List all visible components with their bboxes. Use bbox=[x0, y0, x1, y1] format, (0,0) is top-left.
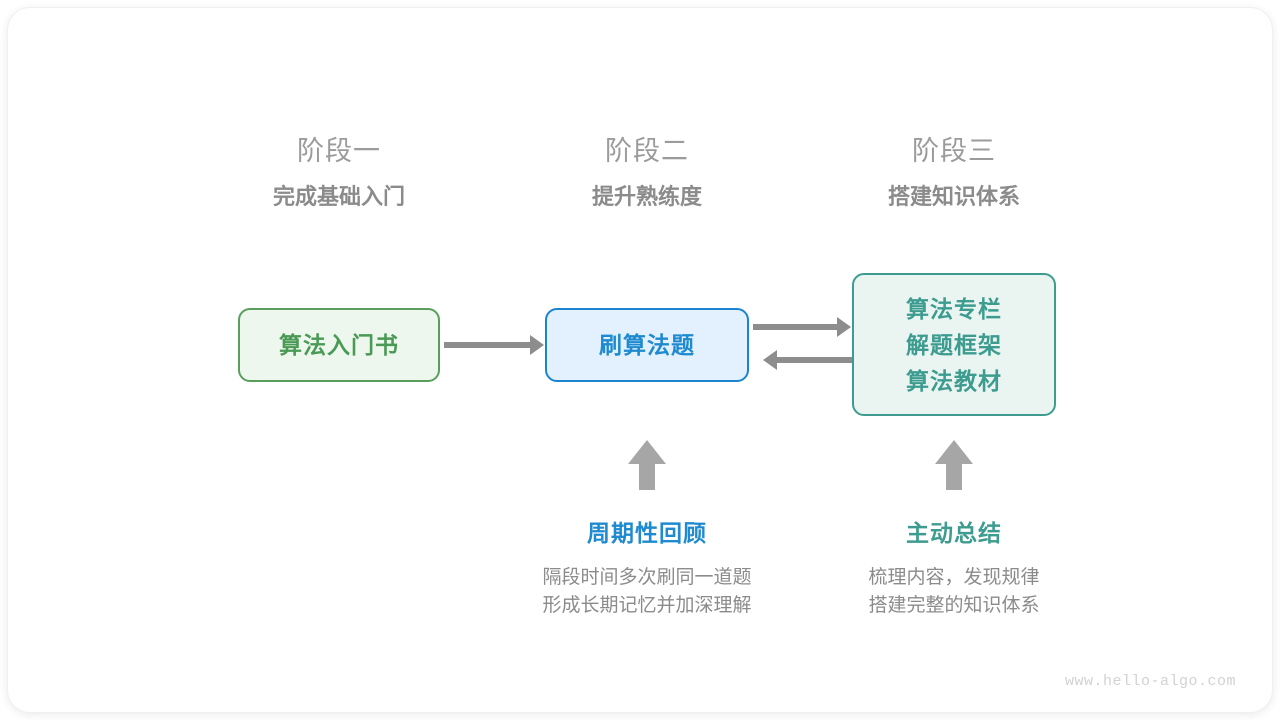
watermark: www.hello-algo.com bbox=[1064, 673, 1236, 690]
annotation-review-desc-line-1: 隔段时间多次刷同一道题 bbox=[542, 567, 752, 588]
annotation-summary: 主动总结 梳理内容，发现规律 搭建完整的知识体系 bbox=[804, 518, 1104, 620]
node-resources-line-2: 解题框架 bbox=[906, 331, 1002, 358]
stage-header-1: 阶段一 完成基础入门 bbox=[209, 134, 469, 212]
up-arrow-review-head bbox=[628, 440, 666, 464]
annotation-review-desc-line-2: 形成长期记忆并加深理解 bbox=[542, 595, 752, 616]
stage-subtitle-1: 完成基础入门 bbox=[272, 184, 405, 209]
stage-title-1: 阶段一 bbox=[297, 136, 381, 166]
node-intro-book-label: 算法入门书 bbox=[279, 332, 399, 358]
annotation-review-title: 周期性回顾 bbox=[587, 520, 707, 546]
up-arrow-summary bbox=[935, 440, 973, 490]
stage-header-3: 阶段三 搭建知识体系 bbox=[824, 134, 1084, 212]
annotation-review: 周期性回顾 隔段时间多次刷同一道题 形成长期记忆并加深理解 bbox=[497, 518, 797, 620]
stage-title-2: 阶段二 bbox=[605, 136, 689, 166]
arrow-practice-to-resources bbox=[753, 324, 838, 330]
arrow-book-to-practice bbox=[444, 342, 531, 348]
annotation-summary-desc: 梳理内容，发现规律 搭建完整的知识体系 bbox=[804, 564, 1104, 620]
diagram-card: 阶段一 完成基础入门 阶段二 提升熟练度 阶段三 搭建知识体系 算法入门书 刷算… bbox=[8, 8, 1272, 712]
stage-subtitle-2: 提升熟练度 bbox=[591, 184, 702, 209]
up-arrow-summary-head bbox=[935, 440, 973, 464]
annotation-summary-title: 主动总结 bbox=[906, 520, 1002, 546]
node-resources-line-1: 算法专栏 bbox=[906, 295, 1002, 322]
node-resources[interactable]: 算法专栏 解题框架 算法教材 bbox=[852, 273, 1056, 416]
node-practice-problems-label: 刷算法题 bbox=[599, 332, 695, 358]
annotation-review-desc: 隔段时间多次刷同一道题 形成长期记忆并加深理解 bbox=[497, 564, 797, 620]
annotation-summary-desc-line-1: 梳理内容，发现规律 bbox=[868, 567, 1040, 588]
up-arrow-summary-shaft bbox=[946, 462, 962, 490]
node-intro-book[interactable]: 算法入门书 bbox=[238, 308, 440, 382]
up-arrow-review bbox=[628, 440, 666, 490]
stage-title-3: 阶段三 bbox=[912, 136, 996, 166]
stage-subtitle-3: 搭建知识体系 bbox=[887, 184, 1020, 209]
up-arrow-review-shaft bbox=[639, 462, 655, 490]
node-practice-problems[interactable]: 刷算法题 bbox=[545, 308, 749, 382]
arrow-resources-to-practice bbox=[776, 357, 852, 363]
node-resources-line-3: 算法教材 bbox=[906, 367, 1002, 394]
annotation-summary-desc-line-2: 搭建完整的知识体系 bbox=[868, 595, 1040, 616]
stage-header-2: 阶段二 提升熟练度 bbox=[517, 134, 777, 212]
